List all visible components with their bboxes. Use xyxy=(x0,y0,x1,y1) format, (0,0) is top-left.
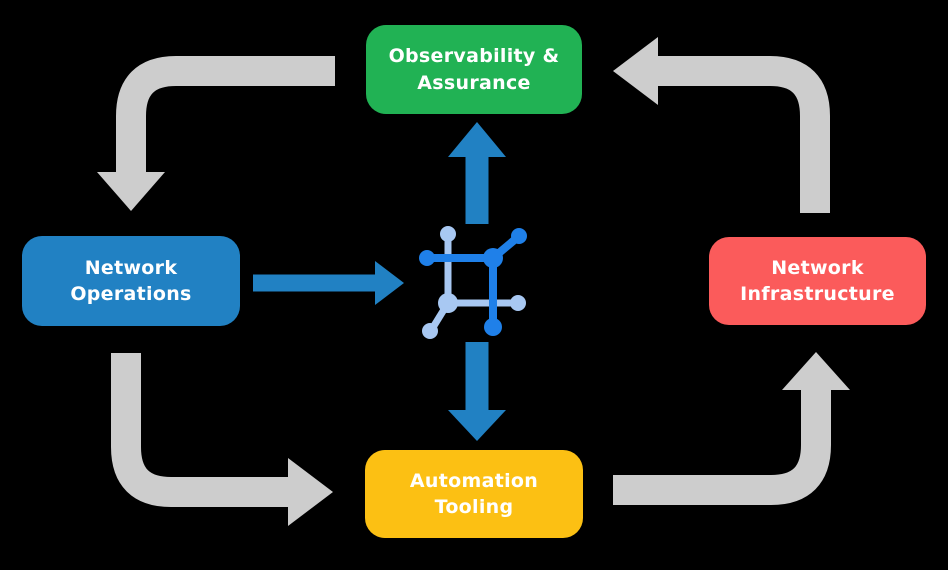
node-automation-tooling: Automation Tooling xyxy=(365,450,583,538)
gray-arrow-shaft xyxy=(111,353,290,507)
gray-arrow-operations-to-automation xyxy=(111,353,333,526)
gray-arrow-automation-to-infrastructure xyxy=(613,352,850,505)
icon-dark-corner-node xyxy=(483,248,503,268)
blue-arrow-center-to-observability xyxy=(448,122,506,224)
icon-dark-dot-left xyxy=(419,250,435,266)
blue-arrow-center-to-automation xyxy=(448,342,506,441)
icon-light-dot-right xyxy=(510,295,526,311)
blue-arrowhead-up-icon xyxy=(448,122,506,157)
icon-dark-dot-top-right xyxy=(511,228,527,244)
icon-light-corner-node xyxy=(438,293,458,313)
node-automation-label: Automation Tooling xyxy=(409,469,539,518)
gray-arrowhead-right-icon xyxy=(288,458,333,526)
gray-arrow-shaft xyxy=(613,389,831,505)
gray-arrowhead-down-icon xyxy=(97,172,165,211)
node-observability-label: Observability & Assurance xyxy=(388,45,560,94)
gray-arrow-shaft xyxy=(656,56,830,213)
node-network-operations: Network Operations xyxy=(22,236,240,326)
gray-arrowhead-left-icon xyxy=(613,37,658,105)
blue-arrow-operations-to-center xyxy=(253,261,404,305)
node-network-infrastructure: Network Infrastructure xyxy=(709,237,926,325)
icon-light-dot-top xyxy=(440,226,456,242)
node-infrastructure-label: Network Infrastructure xyxy=(740,256,895,305)
icon-dark-dot-bottom xyxy=(484,318,502,336)
node-observability-assurance: Observability & Assurance xyxy=(366,25,582,114)
blue-arrowhead-down-icon xyxy=(448,410,506,441)
gray-arrow-shaft xyxy=(116,56,335,174)
blue-arrowhead-right-icon xyxy=(375,261,404,305)
node-operations-label: Network Operations xyxy=(70,256,192,305)
gray-arrow-infrastructure-to-observability xyxy=(613,37,830,213)
icon-light-dot-bottom-left xyxy=(422,323,438,339)
gray-arrowhead-up-icon xyxy=(782,352,850,390)
network-automation-icon xyxy=(419,226,527,339)
gray-arrow-observability-to-operations xyxy=(97,56,335,211)
